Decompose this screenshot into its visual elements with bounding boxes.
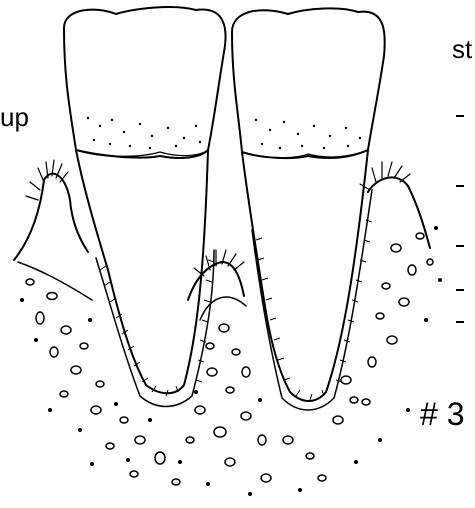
gingival-fringe <box>26 160 410 276</box>
label-leader-ticks <box>456 116 464 322</box>
right-tooth-crown <box>232 8 385 158</box>
label-right-fragment: st <box>452 36 472 62</box>
right-periodontal-ligament <box>252 190 372 410</box>
left-bone-crest <box>18 262 92 300</box>
middle-gingiva <box>188 262 244 300</box>
left-gingiva <box>14 174 88 260</box>
label-left-fragment: up <box>0 104 29 130</box>
right-gingiva <box>368 177 430 248</box>
left-tooth-crown <box>64 7 226 158</box>
crown-stippling <box>87 117 361 149</box>
left-tooth-root <box>76 150 208 393</box>
figure-number: # 3 <box>420 398 464 430</box>
alveolar-bone <box>26 233 433 485</box>
right-tooth-root <box>242 150 368 401</box>
